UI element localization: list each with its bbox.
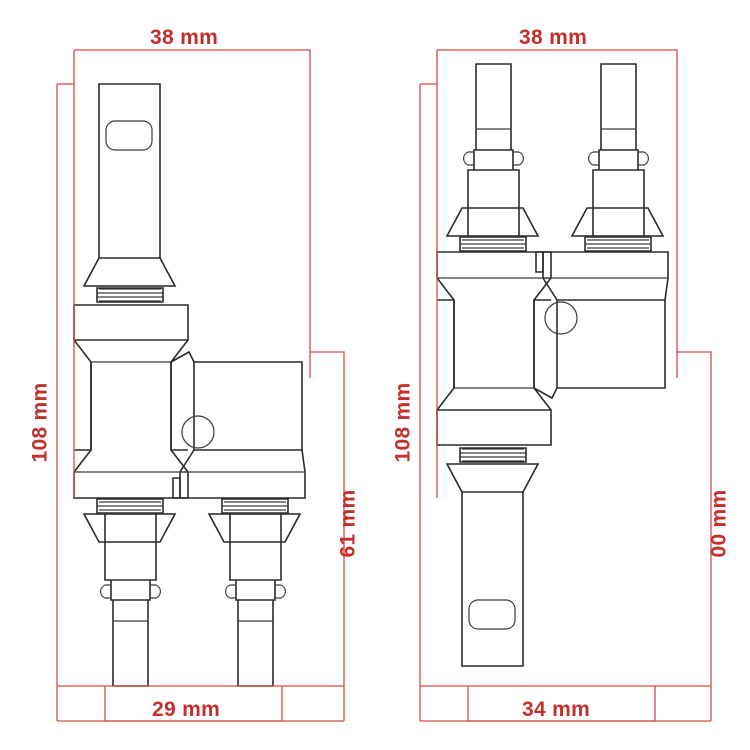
right-dim-label-width-top: 38 mm [519,26,588,49]
left-dim-label-height-overall: 108 mm [28,382,52,463]
right-leg-bead-right [518,151,524,166]
right-dim-00-frame [677,351,712,721]
left-leg-bead-right [155,584,161,599]
right-crotch-top [533,387,558,400]
left-rleg-barrel [229,514,282,581]
right-dim-38-frame [437,49,678,378]
left-center-hole [181,415,215,449]
left-rleg-bead-left [225,584,231,599]
left-branch-taper-top [73,339,92,451]
right-upper-tube-slot [468,599,516,630]
right-upper-tube [461,491,524,667]
right-dim-label-width-bottom: 34 mm [522,698,591,721]
left-leg-bead-left [100,584,106,599]
left-rleg-bead-ties-l [230,584,236,599]
right-branch-bottom-collar [436,251,552,301]
right-rleg-tip [600,63,637,150]
right-rleg-bead-right [643,151,649,166]
left-upper-tube [98,83,161,259]
left-rbranch-bottom-collar [179,449,306,499]
right-center-hole [544,301,578,335]
right-rleg-thread-stack [584,236,652,252]
right-dim-label-height-overall: 108 mm [391,382,415,463]
left-rleg-bead-right [280,584,286,599]
left-leg-thread-stack [96,498,164,514]
left-upper-tube-slot [105,120,153,151]
right-rleg-bead-left [588,151,594,166]
left-leg-tip [112,600,149,687]
left-rleg-cone [207,513,302,543]
left-branch-bottom-collar [73,449,189,499]
right-rleg-bead-ties-r [638,151,644,166]
left-dim-61-frame [310,351,345,721]
right-rleg-cone [570,207,665,237]
left-view-part [73,83,306,687]
right-leg-neck [473,149,514,170]
right-bridge [535,251,544,273]
right-rleg-barrel [592,169,645,236]
right-right-branch-body [556,299,666,389]
left-upper-thread-stack [96,287,164,303]
right-upper-cone [445,463,540,493]
right-view-dimensions [419,49,712,722]
right-rleg-bead-ties-l [593,151,599,166]
right-leg-barrel [467,169,520,236]
left-bridge [172,477,181,499]
left-leg-cone [82,513,177,543]
left-leg-bead-ties-l [105,584,111,599]
left-leg-neck [110,580,151,601]
right-leg-bead-ties-l [468,151,474,166]
left-leg-barrel [104,514,157,581]
right-upper-collar [436,409,552,446]
left-rleg-neck [235,580,276,601]
right-rbranch-bottom-collar [542,251,669,301]
left-dim-38-frame [74,49,311,378]
left-rleg-bead-ties-r [275,584,281,599]
left-dim-label-height-branch: 61 mm [336,489,360,558]
left-view-dimensions [56,49,345,722]
right-leg-tip [475,63,512,150]
left-leg-bead-ties-r [150,584,156,599]
left-dim-label-width-top: 38 mm [150,26,219,49]
right-upper-thread-stack [459,447,527,463]
left-crotch-top [170,350,195,363]
right-leg-bead-ties-r [513,151,519,166]
right-view-part [436,63,669,667]
right-rleg-neck [598,149,639,170]
right-leg-cone [445,207,540,237]
left-right-branch-body [193,361,303,451]
right-dim-label-height-branch: 00 mm [707,489,731,558]
right-leg-thread-stack [459,236,527,252]
left-rleg-tip [237,600,274,687]
right-branch-taper-top [436,299,455,411]
left-rleg-thread-stack [221,498,289,514]
left-upper-collar [73,304,189,341]
left-upper-cone [82,257,177,287]
right-leg-bead-left [463,151,469,166]
left-dim-label-width-bottom: 29 mm [152,698,221,721]
